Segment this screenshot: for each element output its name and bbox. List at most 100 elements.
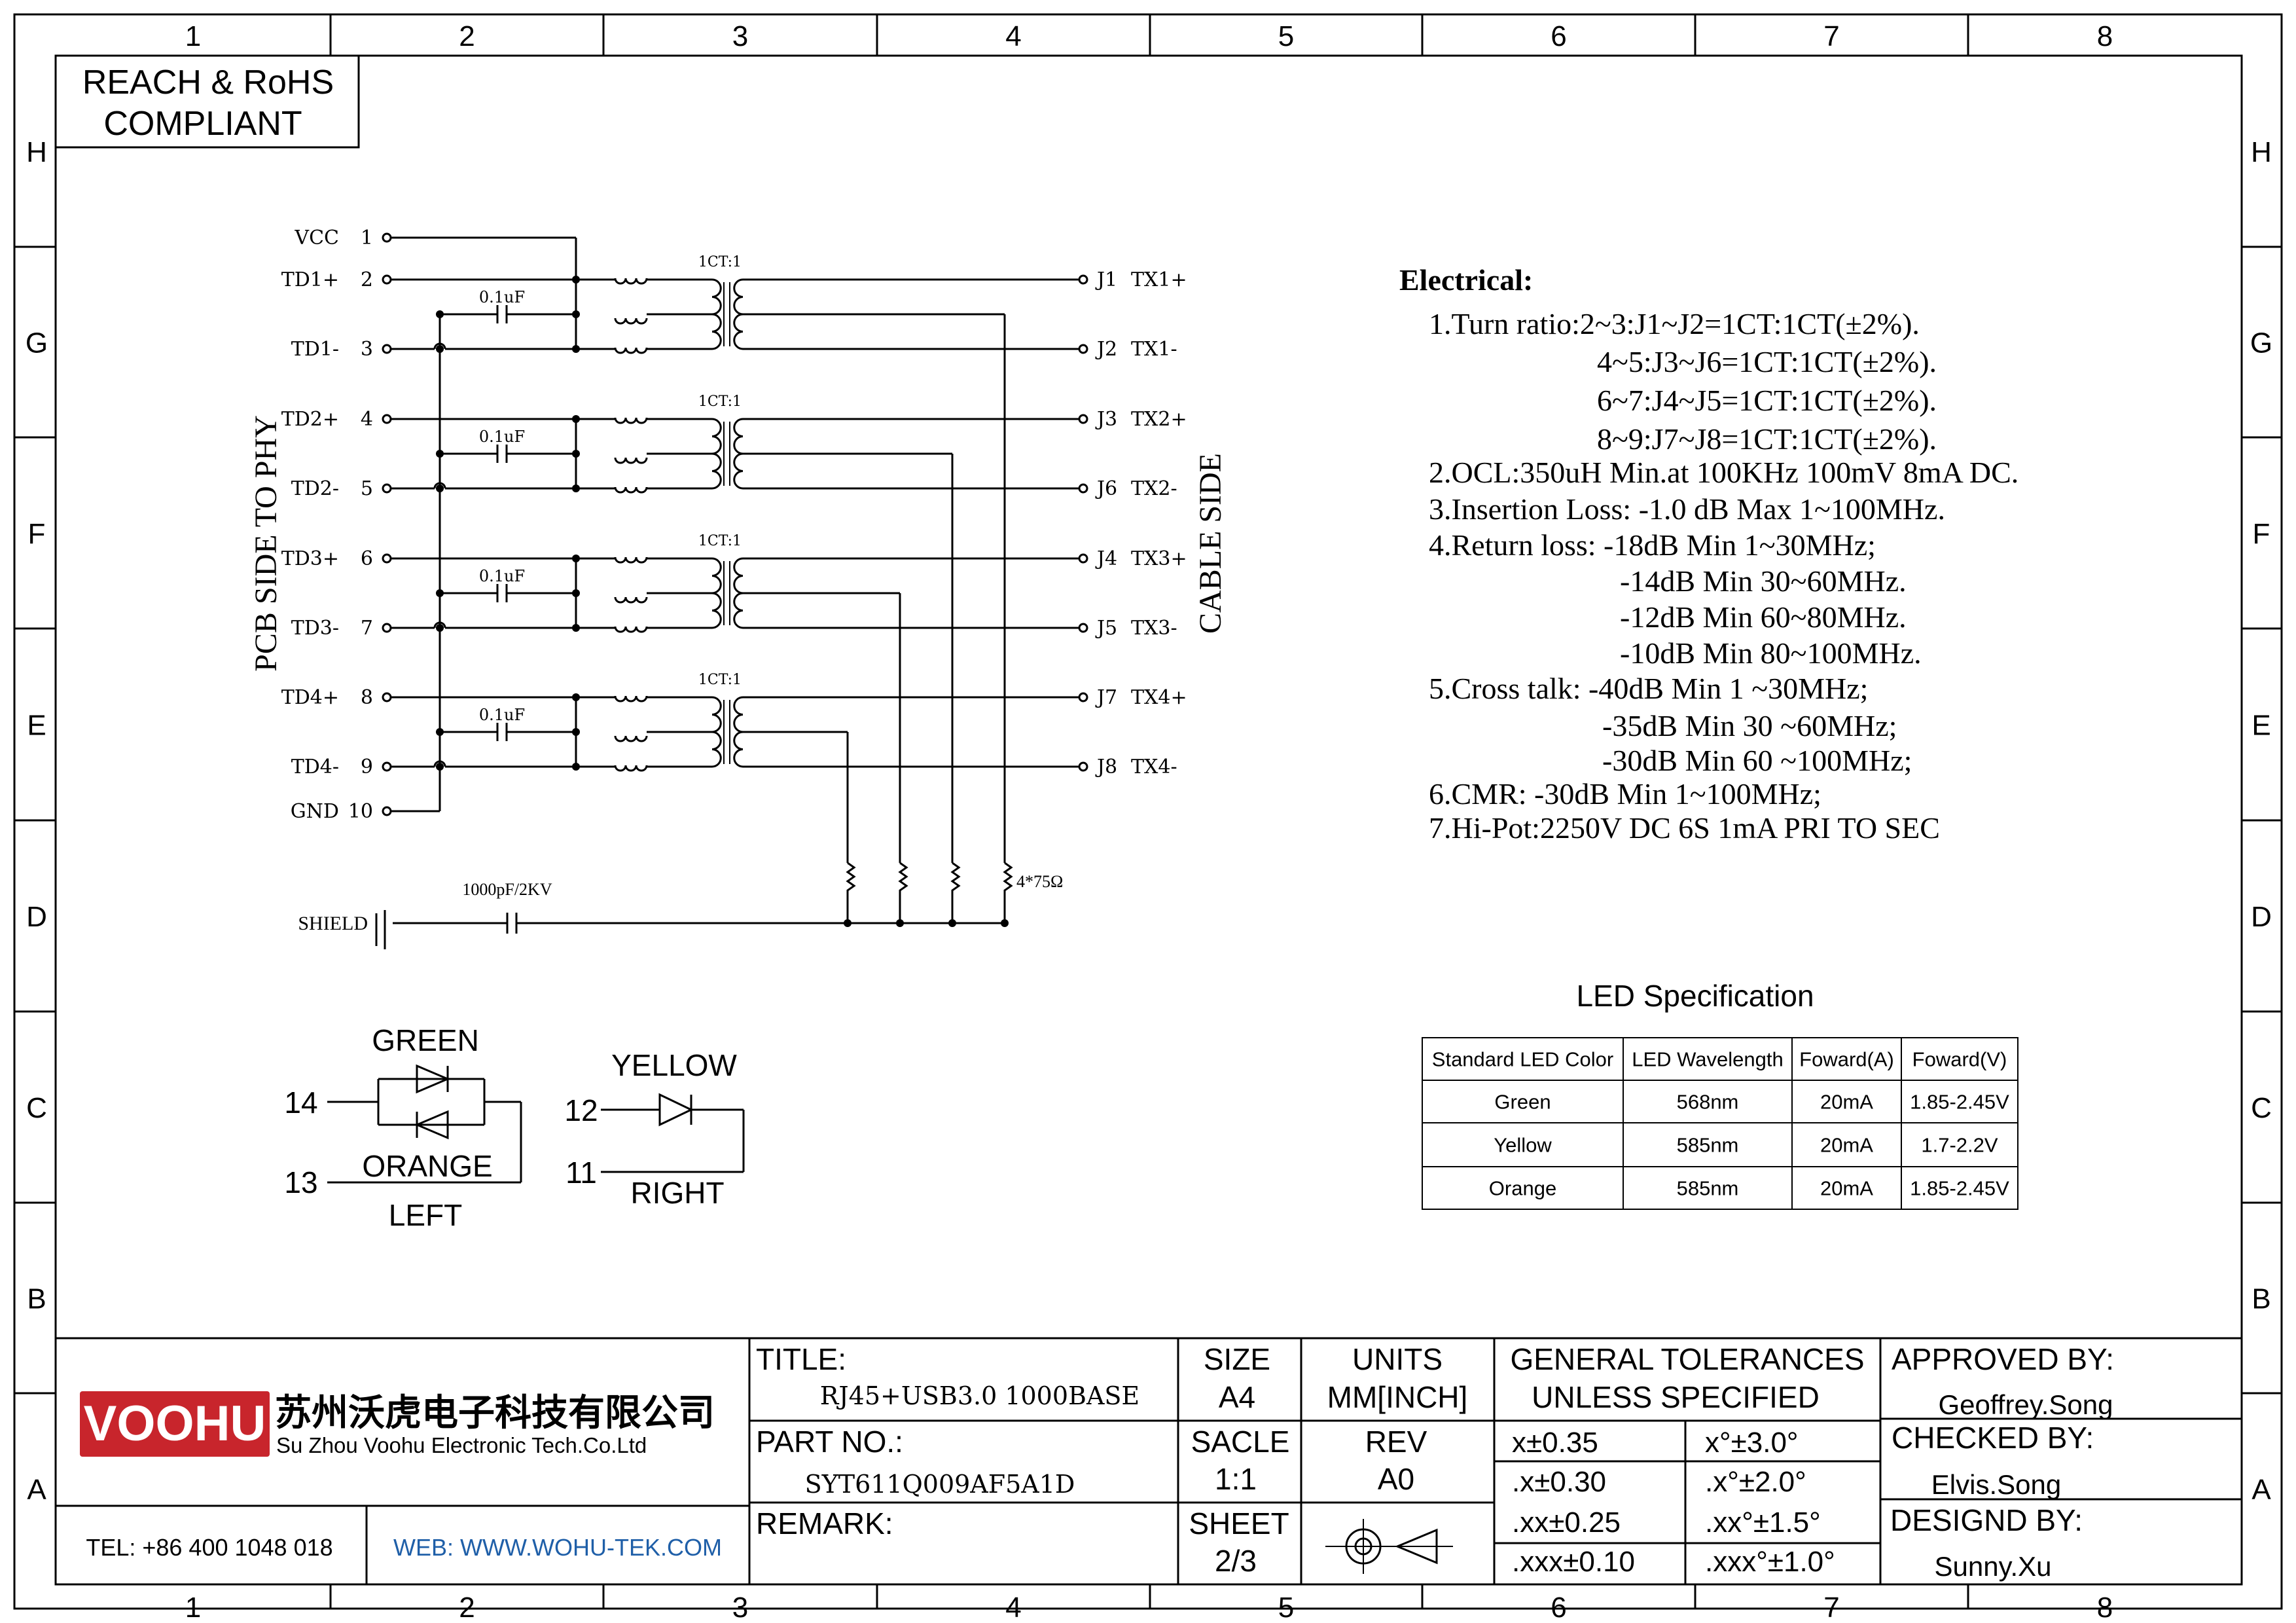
left-pin-number: 8: [361, 686, 373, 709]
zone-row-left: A: [27, 1474, 46, 1506]
units-value: MM[INCH]: [1327, 1380, 1468, 1414]
led-table-cell: 568nm: [1677, 1091, 1739, 1114]
led-table-cell: 20mA: [1820, 1091, 1873, 1114]
web-link[interactable]: WEB: WWW.WOHU-TEK.COM: [393, 1534, 722, 1561]
right-pin-number: J8: [1095, 756, 1117, 778]
tolerance-linear: .xx±0.25: [1512, 1506, 1621, 1539]
led-pin-11: 11: [565, 1156, 597, 1190]
zone-row-left: H: [26, 136, 47, 168]
tel-text: TEL: +86 400 1048 018: [86, 1534, 332, 1561]
right-pin-name: TX1-: [1131, 338, 1177, 361]
led-table-cell: 1.7-2.2V: [1921, 1134, 1998, 1157]
approved-label: APPROVED BY:: [1892, 1342, 2114, 1376]
left-pin-number: 4: [361, 408, 373, 431]
pin-terminal-icon: [1078, 692, 1088, 702]
led-spec-title: LED Specification: [1576, 979, 1814, 1013]
zone-col-bottom: 1: [185, 1592, 201, 1623]
tolerance-angular: .xx°±1.5°: [1705, 1506, 1821, 1539]
tolerance-title-2: UNLESS SPECIFIED: [1532, 1380, 1820, 1414]
right-pin-number: J5: [1095, 617, 1117, 640]
part-value: SYT611Q009AF5A1D: [805, 1470, 1075, 1499]
right-pin-name: TX1+: [1131, 268, 1187, 291]
zone-row-right: G: [2250, 327, 2272, 359]
cap-label: 0.1uF: [479, 428, 525, 446]
yellow-diode-icon: [658, 1093, 694, 1127]
led-spec-table: LED Specification Standard LED Color LED …: [1422, 979, 2018, 1210]
compliance-line1: REACH & RoHS: [82, 64, 334, 101]
approved-value: Geoffrey.Song: [1939, 1389, 2113, 1420]
ratio-label: 1CT:1: [698, 393, 742, 410]
left-pin-number: 7: [361, 617, 373, 640]
left-pin-name: TD3-: [291, 617, 339, 640]
resistor-icon: [846, 862, 856, 897]
electrical-line: 4~5:J3~J6=1CT:1CT(±2%).: [1597, 345, 1937, 378]
rev-value: A0: [1378, 1462, 1414, 1496]
led-table-header: Standard LED Color: [1432, 1048, 1613, 1071]
electrical-line: -10dB Min 80~100MHz.: [1620, 636, 1922, 670]
left-pin-number: 9: [361, 756, 373, 778]
led-right-label: RIGHT: [630, 1176, 724, 1210]
part-label: PART NO.:: [756, 1425, 903, 1459]
led-orange-label: ORANGE: [362, 1149, 492, 1183]
zone-col-top: 4: [1005, 20, 1021, 52]
pcb-side-label: PCB SIDE TO PHY: [249, 415, 283, 672]
right-pin-name: TX4-: [1131, 756, 1177, 778]
led-table-cell: 20mA: [1820, 1134, 1873, 1157]
size-label: SIZE: [1204, 1342, 1270, 1376]
right-pin-number: J7: [1095, 686, 1117, 709]
projection-symbol-icon: [1325, 1519, 1453, 1574]
zone-row-right: D: [2251, 901, 2272, 933]
tolerance-angular: .x°±2.0°: [1705, 1466, 1806, 1498]
title-block: VOOHU 苏州沃虎电子科技有限公司 Su Zhou Voohu Electro…: [56, 1337, 2242, 1584]
title-label: TITLE:: [756, 1342, 846, 1376]
left-pin-number: 1: [361, 227, 373, 249]
compliance-line2: COMPLIANT: [103, 105, 302, 143]
pin-terminal-icon: [382, 344, 392, 354]
zone-row-right: A: [2251, 1474, 2271, 1506]
size-value: A4: [1219, 1380, 1255, 1414]
pin-terminal-icon: [382, 761, 392, 772]
pin-terminal-icon: [382, 483, 392, 494]
pin-terminal-icon: [382, 806, 392, 816]
zone-row-right: H: [2251, 136, 2272, 168]
left-pin-number: 3: [361, 338, 373, 361]
pin-terminal-icon: [1078, 623, 1088, 633]
zone-col-bottom: 2: [459, 1592, 475, 1623]
tolerance-linear: .xxx±0.10: [1512, 1546, 1635, 1578]
resistor-label: 4*75Ω: [1016, 872, 1063, 891]
right-pin-name: TX2-: [1131, 477, 1177, 500]
zone-row-left: G: [26, 327, 48, 359]
led-yellow-label: YELLOW: [611, 1048, 737, 1082]
zone-col-top: 1: [185, 20, 201, 52]
sheet-label: SHEET: [1189, 1506, 1289, 1541]
pin-terminal-icon: [1078, 761, 1088, 772]
led-table-header: LED Wavelength: [1632, 1048, 1783, 1071]
led-table-cell: Green: [1494, 1091, 1551, 1114]
shield-label: SHIELD: [298, 913, 368, 934]
right-pin-number: J1: [1095, 268, 1117, 291]
pin-terminal-icon: [382, 623, 392, 633]
shield-cap-label: 1000pF/2KV: [462, 880, 552, 899]
zone-col-top: 7: [1823, 20, 1839, 52]
frame-ticks: [14, 14, 2282, 1609]
left-pin-number: 10: [348, 800, 373, 823]
left-pin-name: VCC: [294, 227, 339, 249]
tolerance-angular: .xxx°±1.0°: [1705, 1546, 1835, 1578]
led-pin-14: 14: [284, 1085, 317, 1120]
right-pin-number: J4: [1095, 547, 1117, 570]
pin-terminal-icon: [382, 414, 392, 424]
cable-side-label: CABLE SIDE: [1193, 453, 1228, 634]
right-pin-number: J2: [1095, 338, 1117, 361]
electrical-line: -35dB Min 30 ~60MHz;: [1602, 709, 1897, 742]
zone-col-bottom: 6: [1551, 1592, 1566, 1623]
cap-label: 0.1uF: [479, 706, 525, 724]
left-pin-number: 6: [361, 547, 373, 570]
logo-text: VOOHU: [84, 1396, 266, 1451]
company-name-cn: 苏州沃虎电子科技有限公司: [275, 1392, 715, 1433]
electrical-line: -30dB Min 60 ~100MHz;: [1602, 744, 1912, 777]
left-pin-name: TD4+: [281, 686, 339, 709]
zone-col-top: 6: [1551, 20, 1566, 52]
